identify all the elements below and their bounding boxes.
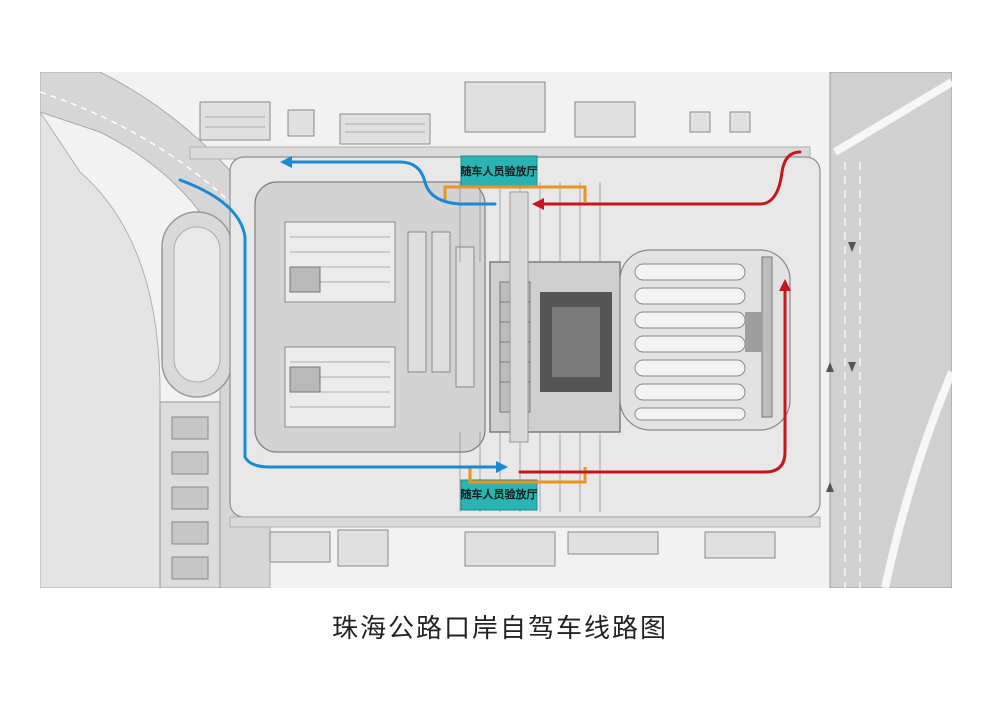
parking-lanes-left [407,231,475,388]
right-ramp-bottom [881,370,952,588]
left-toll-booths [171,416,209,580]
red-route-arrow-right [779,279,791,291]
map-caption: 珠海公路口岸自驾车线路图 [331,614,668,644]
top-building-stripes [205,116,425,133]
right-parking-rows [634,263,746,421]
right-highway-lanes [844,162,861,588]
hall-bottom [460,479,538,511]
top-buildings [199,81,751,145]
right-ramp-top [832,78,952,156]
orange-route-top [443,185,587,202]
right-parking-stalls [761,256,773,418]
hall-bottom-label: 随车人员验放厅 [461,487,538,501]
parking-kiosk-bottom [289,366,321,393]
blue-route-arrow-bottom [496,461,508,473]
red-route-arrow-top [532,198,544,210]
left-land [40,111,161,588]
left-highway [40,72,271,588]
orange-route-bottom [468,467,587,484]
bottom-buildings [269,529,776,567]
right-kiosk [745,312,763,352]
red-route [518,150,802,474]
parking-kiosk-top [289,266,321,293]
left-highway-lane [40,91,241,213]
central-lane-spine [509,191,529,443]
oval-loop-inner [173,226,221,383]
terminal-core-inner [552,307,600,377]
right-highway [829,72,952,588]
hall-top-label: 随车人员验放厅 [461,164,538,178]
hall-top [460,155,538,187]
blue-route-arrow-top [280,156,292,168]
blue-route [178,160,502,469]
port-plan-map: 随车人员验放厅 随车人员验放厅 [40,72,952,588]
bottom-road [229,516,821,528]
direction-arrows [826,242,856,492]
